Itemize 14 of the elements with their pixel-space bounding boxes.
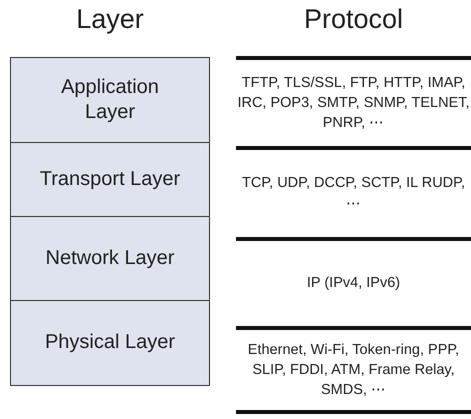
protocol-list: TFTP, TLS/SSL, FTP, HTTP, IMAP, IRC, POP3, SMTP, SNMP, TELNET, PNRP, ⋯ (236, 72, 471, 134)
protocol-list: Ethernet, Wi-Fi, Token-ring, PPP, SLIP, FDDI, ATM, Frame Relay, SMDS, ⋯ (236, 340, 471, 400)
layer-box (10, 57, 210, 144)
layer-name: Transport Layer (38, 167, 182, 192)
column-header: Layer (76, 4, 144, 34)
protocol-list: TCP, UDP, DCCP, SCTP, IL RUDP, ⋯ (236, 173, 471, 214)
column-header: Protocol (304, 4, 404, 34)
layer-box (10, 216, 210, 302)
layer-box (10, 142, 210, 218)
protocol-list: IP (IPv4, IPv6) (306, 273, 400, 294)
layer-name: Application Layer (60, 75, 160, 126)
layer-box (10, 300, 210, 386)
layer-name: Physical Layer (44, 330, 176, 356)
layer-name: Network Layer (44, 246, 176, 272)
